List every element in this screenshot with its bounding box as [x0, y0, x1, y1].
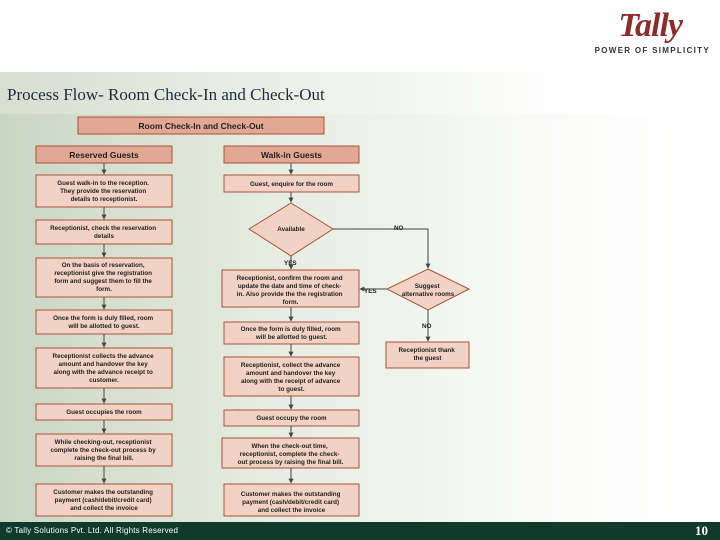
arrow-available-no	[333, 228, 431, 269]
walkin-step-advance-box	[223, 356, 360, 397]
reserved-step-walkin-box	[35, 174, 173, 208]
reserved-step-checkout-text: While checking-out, receptionist complet…	[50, 439, 157, 462]
tally-logo: Tally POWER OF SIMPLICITY	[595, 6, 710, 55]
walkin-step-allot-text: Once the form is duly filled, room will …	[241, 326, 343, 341]
reserved-step-check-text: Receptionist, check the reservation deta…	[50, 225, 158, 240]
reserved-step-payment-box	[35, 483, 173, 517]
reserved-step-advance-box	[35, 347, 173, 389]
walkin-step-checkout-box	[221, 437, 360, 469]
flowchart-title: Room Check-In and Check-Out	[138, 121, 263, 131]
label-suggest-yes: YES	[364, 288, 377, 295]
reserved-step-allot-box	[35, 309, 173, 335]
copyright-text: © Tally Solutions Pvt. Ltd. All Rights R…	[6, 526, 179, 535]
page-title: Process Flow- Room Check-In and Check-Ou…	[7, 85, 325, 104]
reserved-header: Reserved Guests	[69, 150, 139, 160]
flowchart-title-box	[77, 116, 325, 135]
label-available-yes: YES	[284, 260, 297, 267]
page-number: 10	[695, 523, 708, 538]
reserved-step-advance-text: Receptionist collects the advance amount…	[53, 353, 156, 384]
label-suggest-no: NO	[422, 323, 432, 330]
reserved-step-occupy-text: Guest occupies the room	[66, 409, 142, 416]
reserved-step-check-box	[35, 219, 173, 245]
reserved-step-payment-text: Customer makes the outstanding payment (…	[53, 489, 154, 512]
reserved-step-checkout-box	[35, 433, 173, 467]
logo-wordmark: Tally	[618, 7, 683, 44]
walkin-header: Walk-in Guests	[261, 150, 322, 160]
footer-bar: © Tally Solutions Pvt. Ltd. All Rights R…	[0, 522, 720, 540]
reserved-step-walkin-text: Guest walk-in to the reception. They pro…	[57, 180, 150, 203]
walkin-step-enquire-text: Guest, enquire for the room	[250, 181, 333, 188]
walkin-step-payment-box	[223, 483, 360, 517]
label-available-no: NO	[394, 225, 404, 232]
title-band: Process Flow- Room Check-In and Check-Ou…	[0, 72, 720, 114]
walkin-step-advance-text: Receptionist, collect the advance amount…	[241, 362, 342, 393]
walkin-step-checkout-text: When the check-out time, receptionist, c…	[238, 443, 344, 466]
walkin-step-payment-text: Customer makes the outstanding payment (…	[241, 491, 342, 514]
thank-guest-box	[385, 341, 470, 369]
reserved-step-form-box	[35, 257, 173, 298]
walkin-step-occupy-text: Guest occupy the room	[256, 415, 327, 422]
logo-tagline: POWER OF SIMPLICITY	[594, 46, 710, 55]
walkin-step-confirm-text: Receptionist, confirm the room and updat…	[237, 275, 345, 306]
suggest-decision-text: Suggest alternative rooms	[402, 283, 455, 298]
reserved-step-form-text: On the basis of reservation, receptionis…	[54, 262, 153, 293]
reserved-step-allot-text: Once the form is duly filled, room will …	[53, 315, 155, 330]
available-decision-label: Available	[277, 226, 305, 233]
thank-guest-text: Receptionist thank the guest	[398, 347, 456, 362]
walkin-step-confirm-box	[221, 269, 360, 308]
